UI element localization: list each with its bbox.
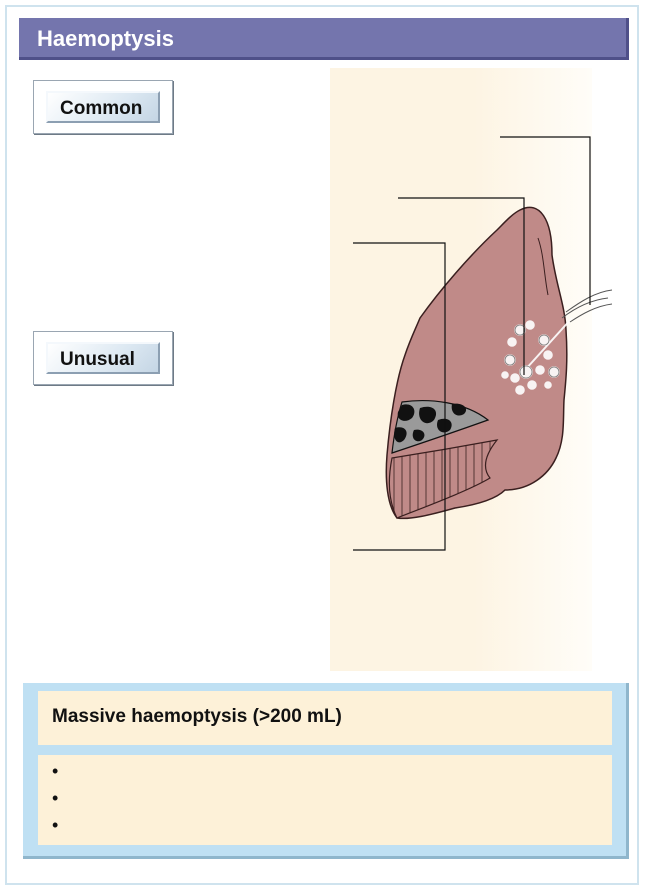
unusual-label-plate: Unusual [46, 342, 160, 374]
bullet-3: • [52, 815, 59, 835]
common-label-box: Common [33, 80, 173, 134]
unusual-label-box: Unusual [33, 331, 173, 385]
leader-lines [353, 136, 591, 551]
bullet-2: • [52, 788, 59, 808]
figure-title: Haemoptysis [37, 26, 174, 51]
unusual-label: Unusual [60, 349, 135, 370]
title-bar: Haemoptysis [19, 18, 629, 60]
lung-shape [385, 206, 568, 520]
common-label: Common [60, 98, 143, 119]
panel-heading: Massive haemoptysis (>200 mL) [52, 706, 342, 727]
panel-bullet-list: • • • [38, 755, 612, 845]
massive-haemoptysis-panel: Massive haemoptysis (>200 mL) • • • [23, 683, 629, 859]
common-label-plate: Common [46, 91, 160, 123]
hatched-region [388, 439, 499, 519]
panel-header: Massive haemoptysis (>200 mL) [38, 691, 612, 745]
hilum-vessels [561, 289, 613, 323]
bullet-1: • [52, 761, 59, 781]
